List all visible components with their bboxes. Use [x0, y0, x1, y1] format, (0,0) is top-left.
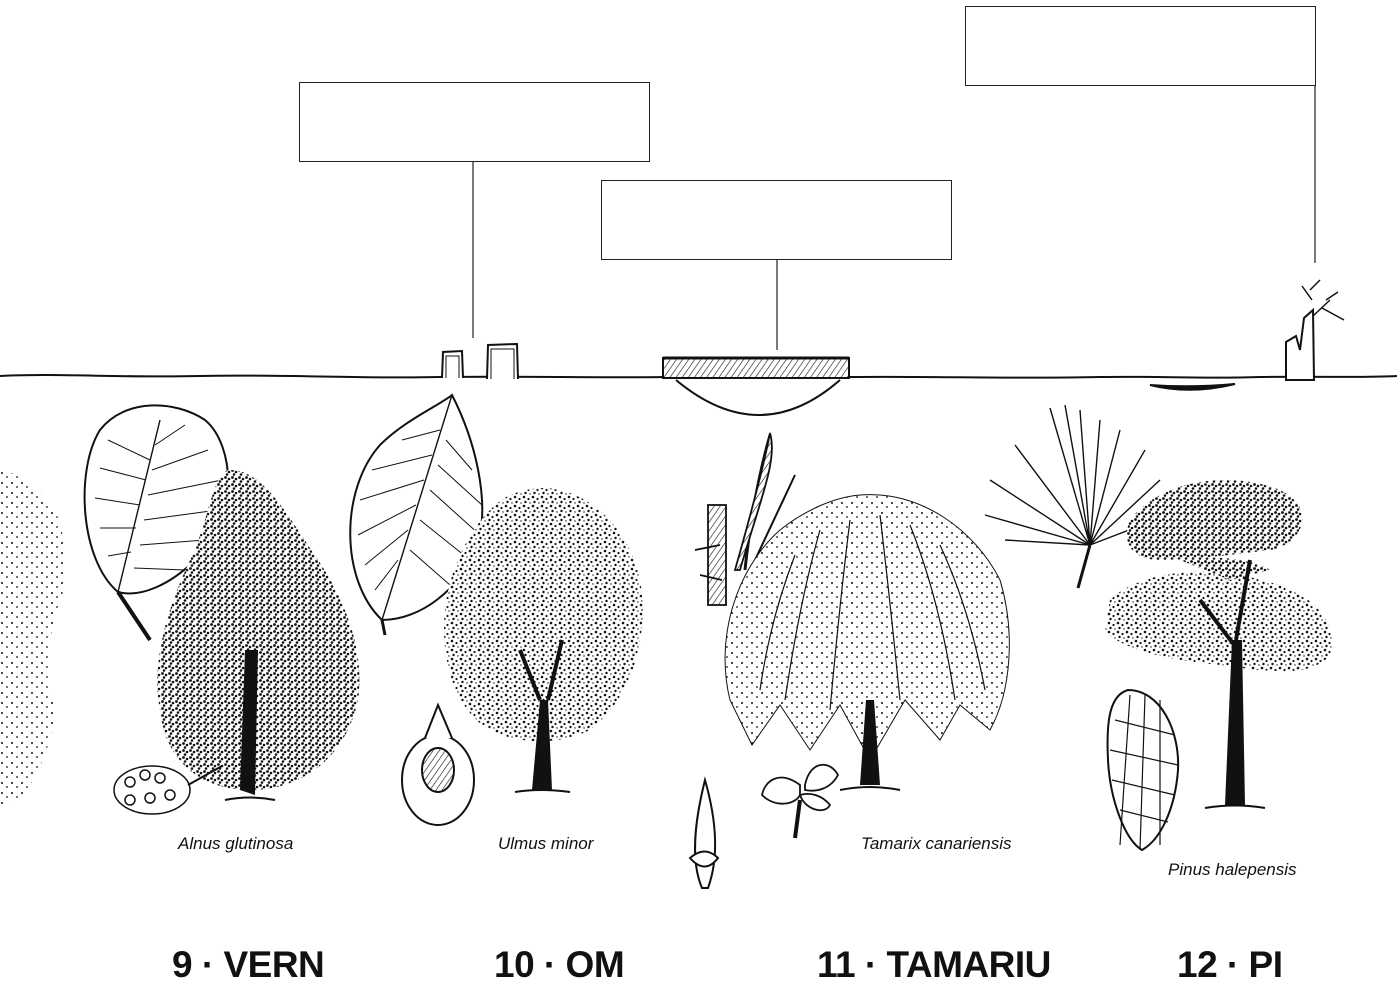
elm-tree-icon	[350, 395, 642, 825]
pond-icon	[1150, 384, 1235, 390]
species-label-pinus: Pinus halepensis	[1168, 860, 1297, 880]
callout-box-om-stones	[299, 82, 650, 162]
pine-tree-icon	[985, 405, 1332, 850]
pine-needles-icon	[985, 405, 1160, 588]
tree-name-pi: 12 · PI	[1177, 944, 1283, 986]
tamarisk-flower-icon	[762, 765, 838, 838]
bridge-icon	[663, 358, 849, 415]
tree-name-om: 10 · OM	[494, 944, 624, 986]
tree-name-tamariu: 11 · TAMARIU	[817, 944, 1051, 986]
dead-tree-icon	[1286, 280, 1344, 380]
pine-cone-icon	[1108, 690, 1179, 850]
species-label-ulmus: Ulmus minor	[498, 834, 593, 854]
species-label-alnus: Alnus glutinosa	[178, 834, 293, 854]
elm-seed-icon	[402, 705, 474, 825]
tree-name-vern: 9 · VERN	[172, 944, 324, 986]
partial-tree-left-icon	[0, 470, 66, 805]
species-label-tamarix: Tamarix canariensis	[861, 834, 1012, 854]
standing-stones-icon	[442, 344, 518, 379]
tamarisk-tree-icon	[690, 433, 1009, 888]
tamarisk-bud-icon	[690, 780, 718, 888]
callout-box-pi-dead-tree	[965, 6, 1316, 86]
callout-box-tamariu-bridge	[601, 180, 952, 260]
alder-tree-icon	[85, 405, 360, 814]
